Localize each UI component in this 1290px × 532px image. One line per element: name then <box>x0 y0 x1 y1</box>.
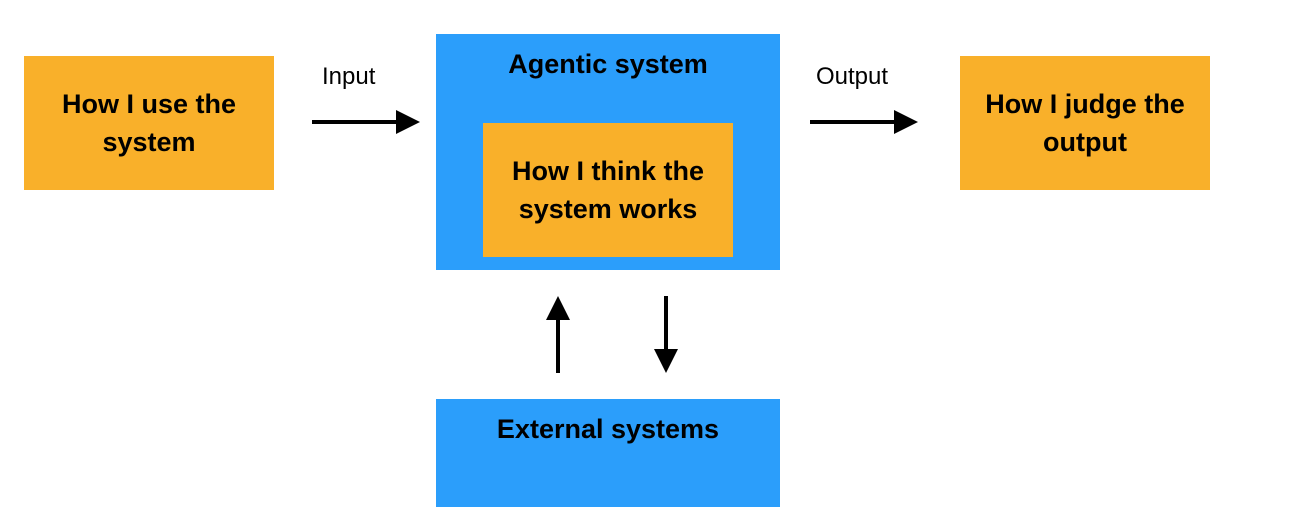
how-i-think-box: How I think the system works <box>483 123 733 257</box>
up-arrow <box>546 296 570 373</box>
input-arrow <box>312 110 420 134</box>
output-arrow <box>810 110 918 134</box>
external-systems-box: External systems <box>436 399 780 507</box>
external-systems-label: External systems <box>496 414 720 444</box>
how-i-judge-label: How I judge the output <box>985 89 1185 157</box>
how-i-use-label: How I use the system <box>61 89 237 157</box>
agentic-system-label: Agentic system <box>508 49 708 79</box>
output-label: Output <box>816 63 889 90</box>
down-arrow <box>654 296 678 373</box>
how-i-judge-box: How I judge the output <box>960 56 1210 190</box>
how-i-think-label: How I think the system works <box>512 156 704 224</box>
how-i-use-box: How I use the system <box>24 56 274 190</box>
input-label: Input <box>322 63 376 90</box>
